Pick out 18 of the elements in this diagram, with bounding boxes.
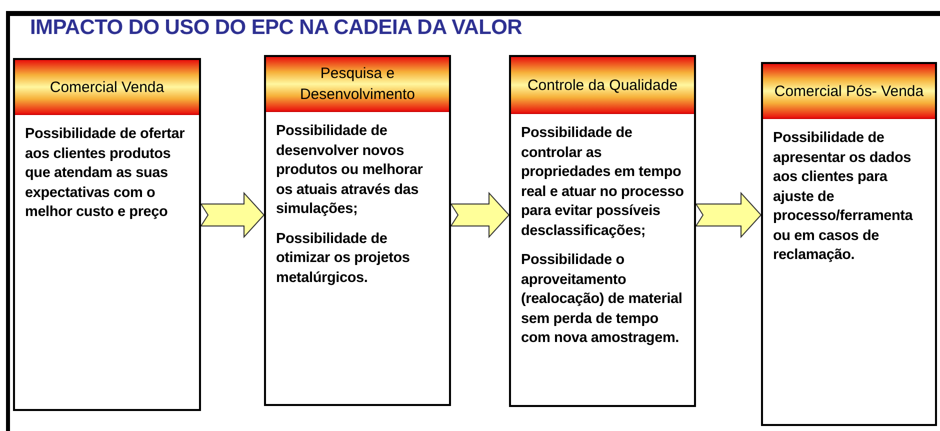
block-arrow xyxy=(695,192,762,238)
stage-card xyxy=(264,55,451,406)
title: IMPACTO DO USO DO EPC NA CADEIA DA VALOR xyxy=(30,16,522,40)
stage-description: Possibilidade de controlar as propriedades em tempo real e atuar no processo para evitar possíveis desclassificações; xyxy=(520,124,685,240)
stage-description: Possibilidade de otimizar os projetos metalúrgicos. xyxy=(275,230,411,288)
stage-description: Possibilidade de desenvolver novos produtos ou melhorar os atuais através das simulações; xyxy=(275,122,424,219)
stage-heading: Comercial Pós- Venda xyxy=(763,64,935,119)
stage-description: Possibilidade o aproveitamento (realocação) de material sem perda de tempo com nova amostragem. xyxy=(520,251,684,348)
stage-heading: Controle da Qualidade xyxy=(511,57,694,114)
stage-heading: Comercial Venda xyxy=(15,60,199,115)
stage-description: Possibilidade de apresentar os dados aos clientes para ajuste de processo/ferramenta ou em casos de reclamação. xyxy=(772,129,914,265)
stage-card xyxy=(509,55,696,407)
block-arrow xyxy=(200,192,265,238)
stage-heading: Pesquisa e Desenvolvimento xyxy=(266,57,449,112)
stage-description: Possibilidade de ofertar aos clientes produtos que atendam as suas expectativas com o melhor custo e preço xyxy=(24,125,186,222)
stage-card xyxy=(761,62,937,426)
stage-card xyxy=(13,58,201,411)
block-arrow xyxy=(450,192,510,238)
